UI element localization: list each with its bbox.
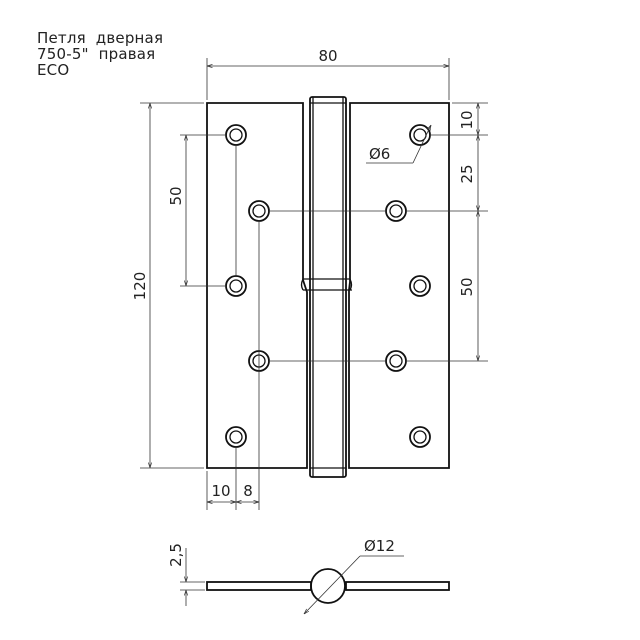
dim-label-8-bottom: 8 (243, 482, 253, 500)
hole (385, 350, 407, 372)
hole (225, 426, 247, 448)
dim-label-25: 25 (458, 164, 476, 183)
hinge-front-view (206, 96, 450, 478)
dim-label-height: 120 (131, 272, 149, 301)
dim-label-50-right: 50 (458, 277, 476, 296)
dim-label-width: 80 (318, 47, 337, 65)
hole (409, 426, 431, 448)
dim-label-knuckle-diameter: Ø12 (364, 537, 395, 555)
title-line-2: 750-5" правая (37, 45, 156, 63)
dim-label-50-left: 50 (167, 186, 185, 205)
title-line-1: Петля дверная (37, 29, 164, 47)
hole (409, 124, 431, 146)
dim-label-10-top: 10 (458, 110, 476, 129)
left-leaf (206, 102, 308, 469)
knuckle-section (310, 568, 346, 604)
hole (385, 200, 407, 222)
right-leaf-holes (385, 124, 431, 448)
hole (225, 124, 247, 146)
dim-label-hole-diameter: Ø6 (369, 145, 390, 163)
title-line-3: ECO (37, 61, 70, 79)
left-leaf-holes (225, 124, 270, 448)
knuckle (300, 96, 353, 478)
dimension-lines (140, 58, 488, 510)
hole (409, 275, 431, 297)
dim-label-10-bottom: 10 (211, 482, 230, 500)
right-leaf (348, 102, 450, 469)
hole (248, 200, 270, 222)
hinge-side-view (180, 548, 450, 614)
drawing-title: Петля дверная 750-5" правая ECO (37, 30, 163, 78)
dim-label-thickness: 2,5 (167, 543, 185, 567)
hole (225, 275, 247, 297)
